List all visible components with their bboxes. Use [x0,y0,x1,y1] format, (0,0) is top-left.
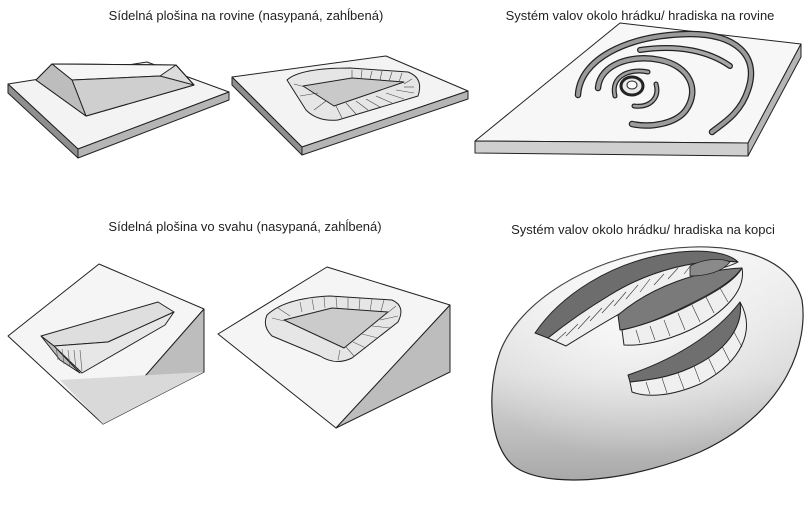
rampart-system-flat [474,22,802,157]
raised-platform-flat [7,61,230,159]
caption-ramparts-flat: Systém valov okolo hrádku/ hradiska na r… [506,8,775,23]
raised-platform-slope [7,263,205,425]
caption-ramparts-hill: Systém valov okolo hrádku/ hradiska na k… [511,222,775,237]
sunken-platform-flat [231,55,469,156]
sunken-platform-slope [217,266,451,429]
caption-slope-platform: Sídelná plošina vo svahu (nasypaná, zahĺ… [108,219,381,234]
rampart-system-hill [491,246,804,481]
caption-flat-platform: Sídelná plošina na rovine (nasypaná, zah… [109,8,384,23]
